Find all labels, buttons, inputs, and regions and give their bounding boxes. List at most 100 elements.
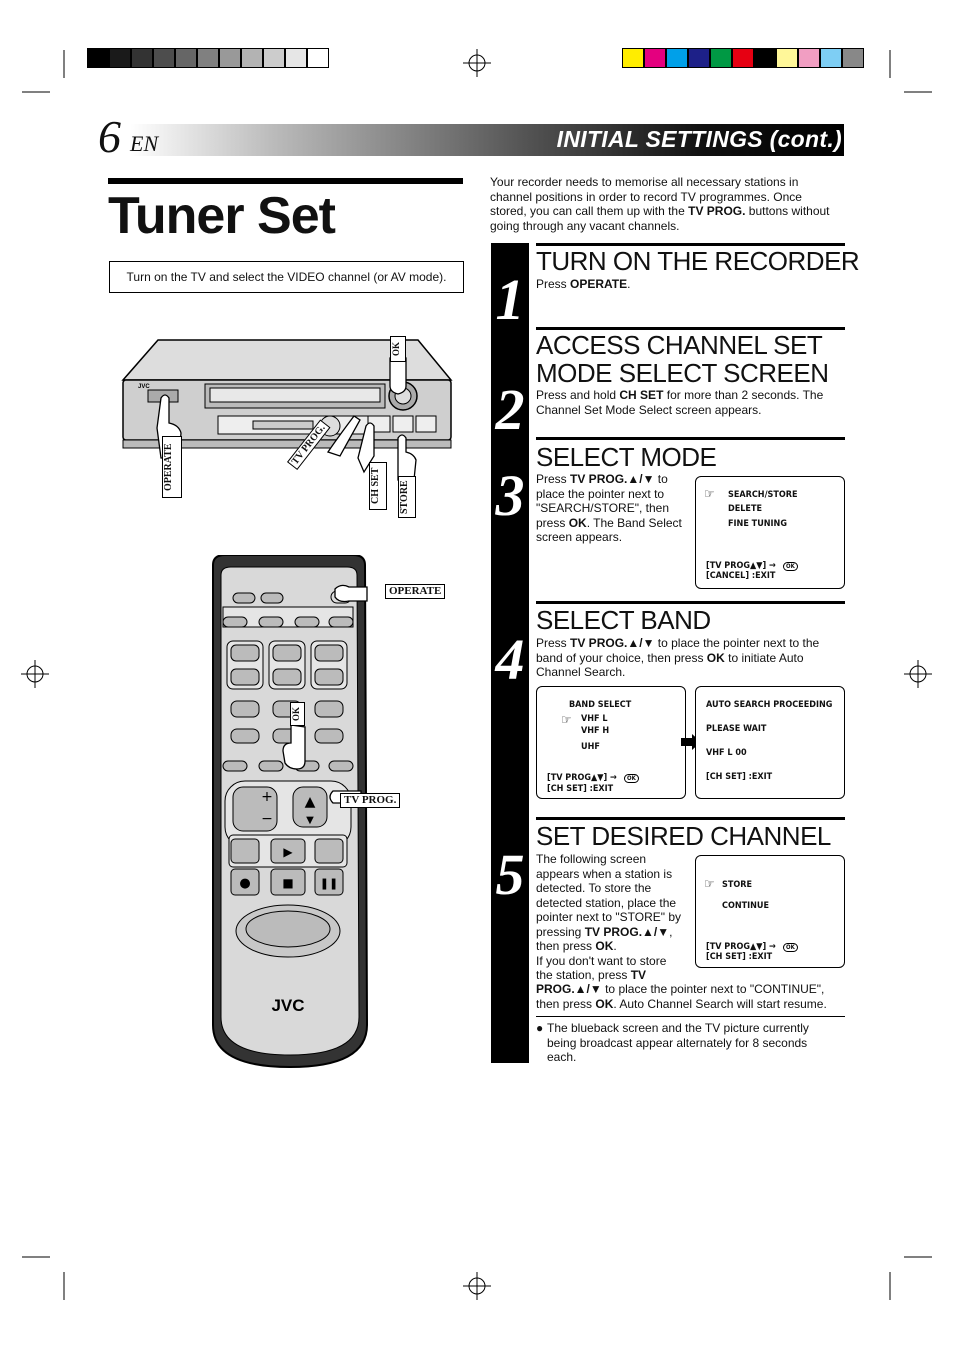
- screen-footer: [TV PROG▲▼] →: [706, 942, 776, 952]
- ok-icon: OK: [783, 943, 798, 952]
- step-5-text-part: then press: [536, 939, 596, 953]
- step-4-heading: SELECT BAND: [536, 605, 711, 635]
- note-box: Turn on the TV and select the VIDEO chan…: [109, 261, 464, 293]
- step-3-bold-b: OK: [568, 515, 587, 530]
- vcr-illustration: JVC: [121, 339, 453, 481]
- step-number-3: 3: [495, 463, 525, 528]
- header-bar: [130, 124, 844, 156]
- calibration-swatch: [732, 48, 754, 68]
- calibration-swatch: [307, 48, 329, 68]
- step-2-bold: CH SET: [619, 388, 664, 402]
- calibration-swatch: [109, 48, 131, 68]
- svg-text:■: ■: [282, 876, 293, 890]
- step-4-rule: [536, 601, 845, 604]
- page-title: Tuner Set: [108, 187, 336, 245]
- step-5-line: detected station, place the: [536, 895, 677, 910]
- svg-text:▶: ▶: [283, 845, 293, 859]
- calibration-swatch: [688, 48, 710, 68]
- screen-item: FINE TUNING: [728, 519, 787, 529]
- svg-text:▲: ▲: [305, 794, 316, 810]
- calibration-swatch: [219, 48, 241, 68]
- step-5-line: PROG.▲/▼ to place the pointer next to "C…: [536, 982, 846, 997]
- step-2-heading-line-1: ACCESS CHANNEL SET: [536, 330, 823, 360]
- registration-target-top: [463, 49, 491, 77]
- step-5-line: pointer next to "STORE" by: [536, 910, 682, 924]
- step-5-line: then press OK.: [536, 939, 696, 954]
- step-3-heading: SELECT MODE: [536, 442, 717, 472]
- step-5-text-wide: PROG.▲/▼ to place the pointer next to "C…: [536, 982, 846, 1011]
- screen-item: UHF: [581, 742, 600, 752]
- step-1-bold: OPERATE: [570, 277, 628, 291]
- calibration-swatch: [842, 48, 864, 68]
- step-5-bold: TV PROG.▲/▼: [584, 924, 670, 939]
- step-5-heading: SET DESIRED CHANNEL: [536, 821, 831, 851]
- calibration-swatch: [666, 48, 688, 68]
- screen-item: VHF L: [581, 714, 608, 724]
- pointer-hand-icon: ☞: [704, 487, 715, 502]
- screen-footer: [CH SET] :EXIT: [706, 952, 773, 962]
- svg-text:▼: ▼: [306, 815, 314, 826]
- step-3-text-c: . The Band Select screen appears.: [536, 515, 682, 545]
- calibration-swatch: [285, 48, 307, 68]
- svg-text:+: +: [261, 789, 273, 805]
- screen-item: SEARCH/STORE: [728, 490, 798, 500]
- step-5-text-part: . Auto Channel Search will start resume.: [613, 996, 827, 1011]
- screen-item: DELETE: [728, 504, 763, 514]
- calibration-swatch: [820, 48, 842, 68]
- calibration-swatch: [644, 48, 666, 68]
- calibration-swatch: [87, 48, 109, 68]
- screen-footer: [CH SET] :EXIT: [547, 784, 614, 794]
- step-number-4: 4: [495, 627, 525, 692]
- intro-bold: TV PROG.: [688, 204, 746, 218]
- step-1-text: Press OPERATE.: [536, 277, 630, 292]
- step-5-text-part: .: [613, 939, 617, 953]
- intro-paragraph: Your recorder needs to memorise all nece…: [490, 175, 830, 233]
- vcr-operate-label: OPERATE: [162, 436, 182, 498]
- intro-text-2: buttons without going through any vacant…: [490, 204, 830, 233]
- step-2-heading-line-2: MODE SELECT SCREEN: [536, 358, 829, 388]
- step-bar: [491, 243, 529, 1063]
- screen-line: PLEASE WAIT: [706, 724, 767, 734]
- bullet-text: The blueback screen and the TV picture c…: [547, 1021, 809, 1064]
- calibration-swatch: [754, 48, 776, 68]
- step-5-rule: [536, 817, 845, 820]
- step-5-line: appears when a station is: [536, 866, 673, 881]
- screen-title: BAND SELECT: [569, 700, 632, 710]
- step-3-text-b: to place the pointer next to "SEARCH/STO…: [536, 472, 670, 530]
- screen-item: VHF H: [581, 726, 610, 736]
- step-4-bold-b: OK: [706, 650, 725, 665]
- screen-line: VHF L 00: [706, 748, 747, 758]
- step-5-bold: PROG.▲/▼: [536, 982, 602, 996]
- calibration-swatch: [175, 48, 197, 68]
- step-4-text-b: to place the pointer next to the band of…: [536, 636, 820, 665]
- step-5-bold: TV: [630, 968, 647, 982]
- page-number: 6: [98, 111, 121, 162]
- vcr-ch-set-label: CH SET: [369, 462, 387, 510]
- step-1-text-b: .: [627, 277, 631, 291]
- calibration-swatch: [622, 48, 644, 68]
- svg-text:❚❚: ❚❚: [320, 877, 338, 890]
- screen-item: CONTINUE: [722, 901, 770, 911]
- calibration-swatch: [263, 48, 285, 68]
- calibration-swatch: [197, 48, 219, 68]
- store-continue-screen: ☞ STORE CONTINUE [TV PROG▲▼] → OK [CH SE…: [695, 855, 845, 968]
- step-5-text-part: pressing: [536, 924, 585, 939]
- remote-tv-prog-label: TV PROG.: [340, 793, 401, 808]
- note-text: Turn on the TV and select the VIDEO chan…: [126, 270, 447, 284]
- calibration-swatch: [241, 48, 263, 68]
- step-2-rule: [536, 327, 845, 330]
- step-number-1: 1: [495, 267, 525, 332]
- step-5-bold: OK: [595, 996, 614, 1011]
- section-title: INITIAL SETTINGS (cont.): [556, 126, 842, 152]
- step-5-bullet: ●The blueback screen and the TV picture …: [536, 1021, 837, 1065]
- pointer-hand-icon: ☞: [561, 713, 572, 728]
- screen-line: AUTO SEARCH PROCEEDING: [706, 700, 833, 710]
- step-number-5: 5: [495, 842, 525, 907]
- step-3-text-a: Press: [536, 472, 571, 486]
- language-code: EN: [130, 131, 159, 156]
- step-4-text-a: Press: [536, 636, 571, 650]
- step-5-bold: OK: [595, 939, 614, 953]
- step-4-text-c: to initiate Auto Channel Search.: [536, 650, 804, 680]
- svg-text:−: −: [261, 811, 273, 827]
